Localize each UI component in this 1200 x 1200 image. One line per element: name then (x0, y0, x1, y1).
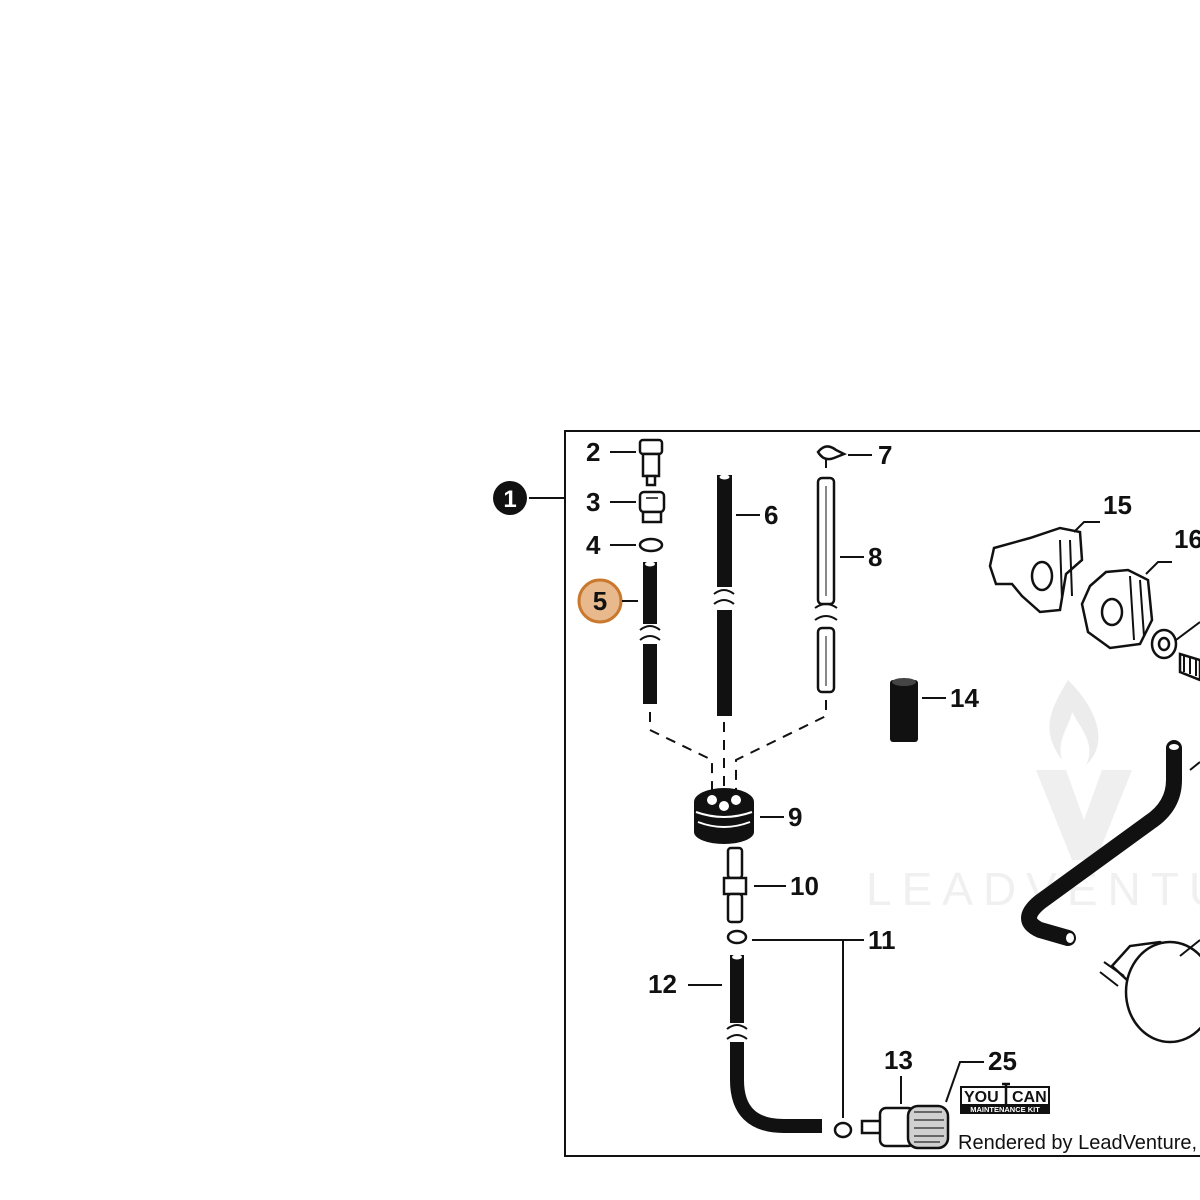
callout-14[interactable]: 14 (950, 683, 979, 713)
callout-13[interactable]: 13 (884, 1045, 913, 1075)
watermark-flame-icon (1049, 680, 1099, 765)
part-10-connector[interactable] (722, 846, 748, 924)
leader-washer (1175, 621, 1200, 641)
render-credit: Rendered by LeadVenture, Inc (958, 1132, 1200, 1154)
callout-5[interactable]: 5 (577, 578, 623, 624)
callout-1-badge (493, 481, 527, 515)
part-11-ring-upper[interactable] (726, 929, 748, 945)
callout-15[interactable]: 15 (1103, 490, 1132, 520)
part-11-ring-lower[interactable] (833, 1121, 853, 1139)
callout-8[interactable]: 8 (868, 542, 882, 572)
part-14-sleeve[interactable] (890, 678, 918, 742)
callout-5-label: 5 (593, 586, 607, 616)
part-6-hose[interactable] (713, 474, 735, 717)
kit-badge-you: YOU (964, 1089, 999, 1106)
watermark-v-icon (1036, 770, 1132, 860)
part-13-filter[interactable] (860, 1104, 950, 1150)
assembly-dashed-lines (649, 700, 827, 800)
part-2-fitting[interactable] (638, 438, 664, 487)
part-12-hose[interactable] (726, 954, 822, 1133)
part-5-hose[interactable] (639, 561, 661, 705)
callout-7[interactable]: 7 (878, 440, 892, 470)
callout-6[interactable]: 6 (764, 500, 778, 530)
leader-16 (1145, 561, 1172, 575)
part-8-tube[interactable] (814, 476, 838, 694)
callout-5-highlight (577, 578, 623, 624)
bolt[interactable] (1178, 652, 1200, 682)
callout-12[interactable]: 12 (648, 969, 677, 999)
callout-25[interactable]: 25 (988, 1046, 1017, 1076)
part-16-clamp[interactable] (1080, 568, 1154, 650)
diagram-frame (564, 430, 1200, 1157)
callout-16[interactable]: 16 (1174, 524, 1200, 554)
callout-4[interactable]: 4 (586, 530, 601, 560)
leader-15 (1073, 521, 1100, 533)
part-15-bracket[interactable] (988, 526, 1084, 614)
leader-11 (752, 939, 864, 1118)
part-3-grommet[interactable] (638, 490, 666, 524)
kit-badge-can: CAN (1012, 1089, 1047, 1106)
callout-10[interactable]: 10 (790, 871, 819, 901)
callout-2[interactable]: 2 (586, 437, 600, 467)
callout-9[interactable]: 9 (788, 802, 802, 832)
wrench-icon (1002, 1082, 1010, 1104)
bent-hose[interactable] (1021, 740, 1200, 946)
part-4-ring[interactable] (638, 537, 664, 553)
part-9-cap[interactable] (694, 788, 754, 844)
watermark: LEADVENTURE (866, 680, 1200, 915)
kit-badge-subtitle: MAINTENANCE KIT (970, 1105, 1040, 1114)
callout-3[interactable]: 3 (586, 487, 600, 517)
washer[interactable] (1150, 628, 1178, 660)
primer-bulb[interactable] (1099, 939, 1200, 1044)
maintenance-kit-badge[interactable]: YOU CAN MAINTENANCE KIT (960, 1082, 1050, 1114)
callout-1-label: 1 (503, 486, 516, 513)
callout-11[interactable]: 11 (868, 925, 896, 955)
part-7-clip[interactable] (816, 445, 848, 468)
callout-1[interactable]: 1 (493, 481, 527, 515)
leader-25 (945, 1061, 984, 1103)
